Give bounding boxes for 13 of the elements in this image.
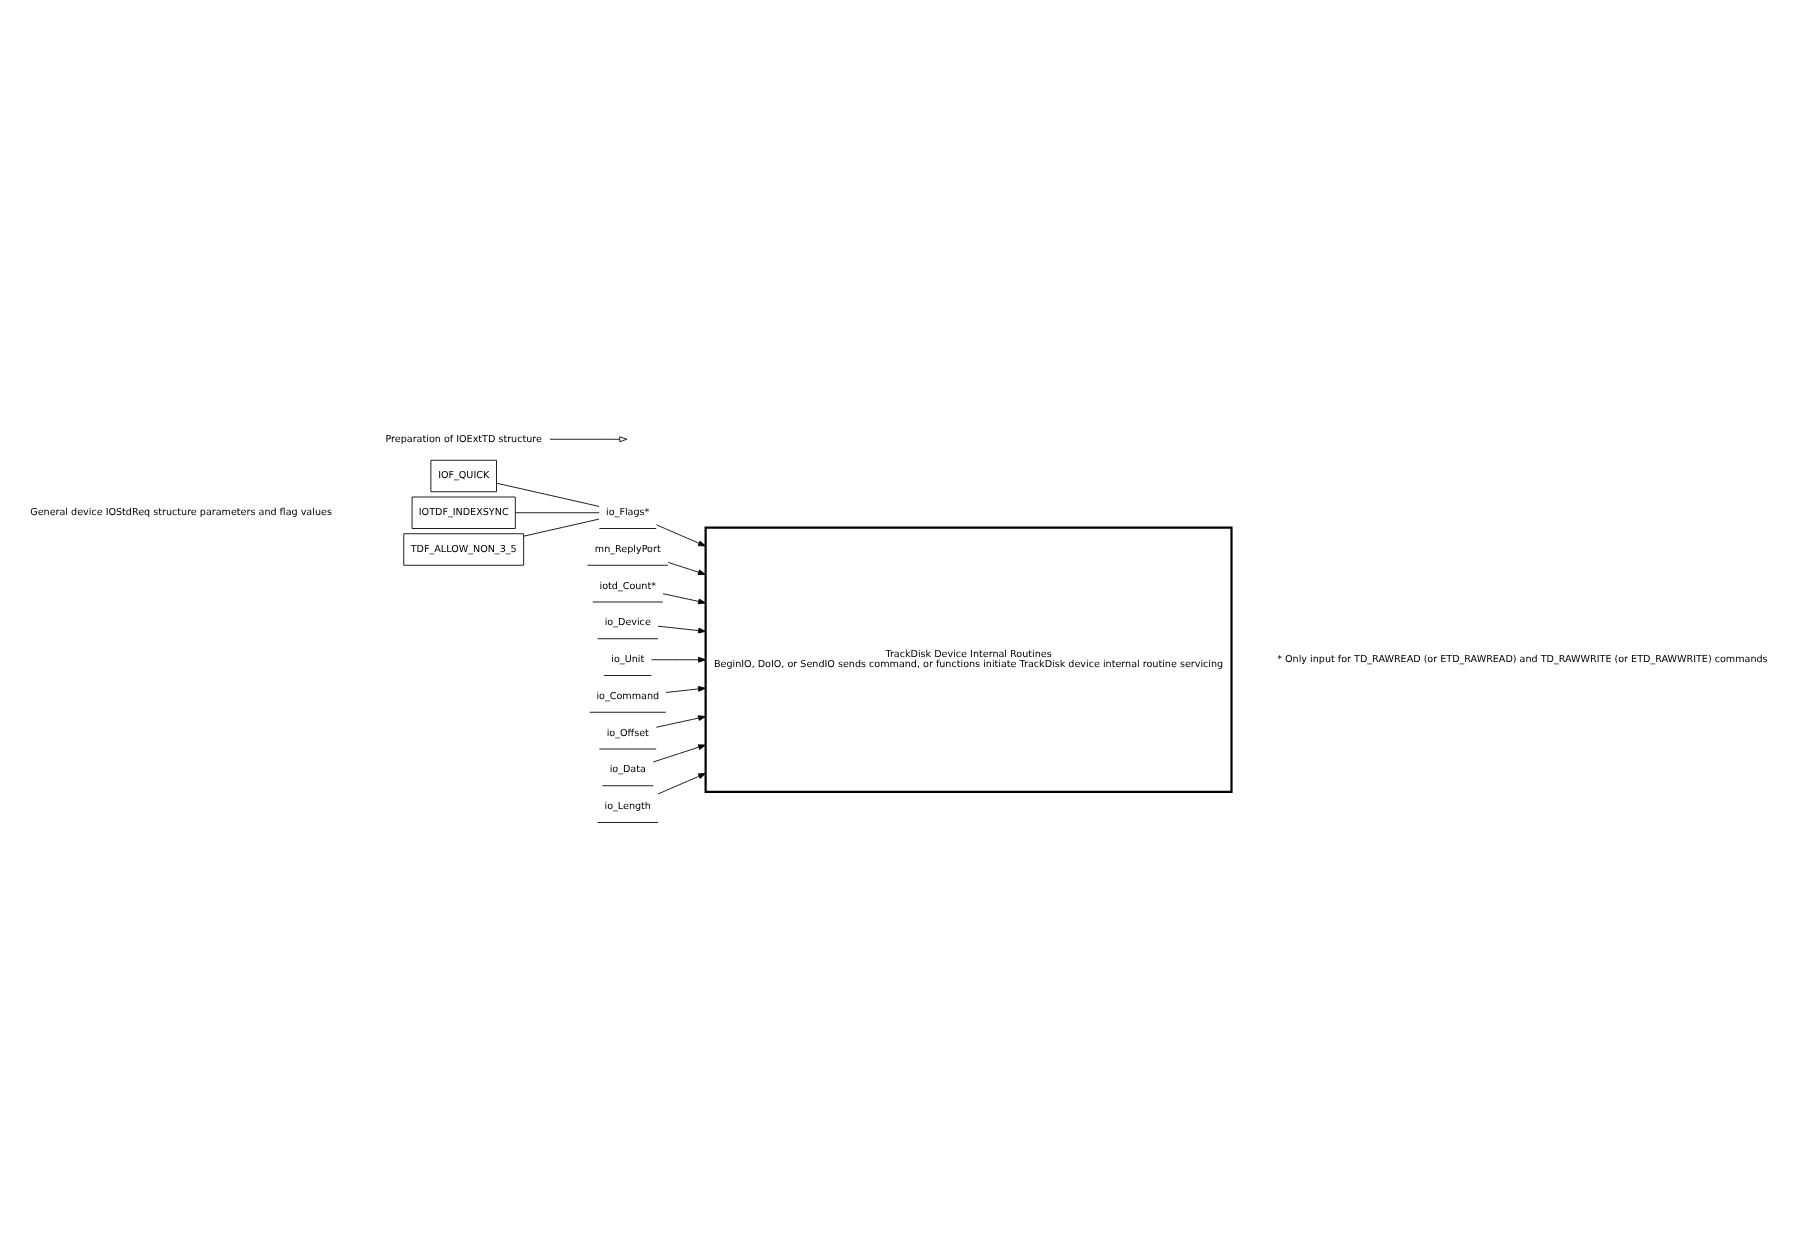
arrow: [662, 593, 706, 605]
arrow: [665, 686, 706, 693]
arrow: [650, 656, 707, 663]
arrow: [657, 772, 707, 795]
arrow: [655, 524, 706, 547]
arrow: [549, 436, 628, 443]
connector: [515, 512, 600, 514]
arrow: [657, 625, 707, 634]
arrow: [652, 744, 706, 763]
connector: [496, 482, 600, 507]
connector: [523, 518, 600, 537]
arrow: [655, 715, 706, 728]
arrow: [667, 561, 706, 576]
